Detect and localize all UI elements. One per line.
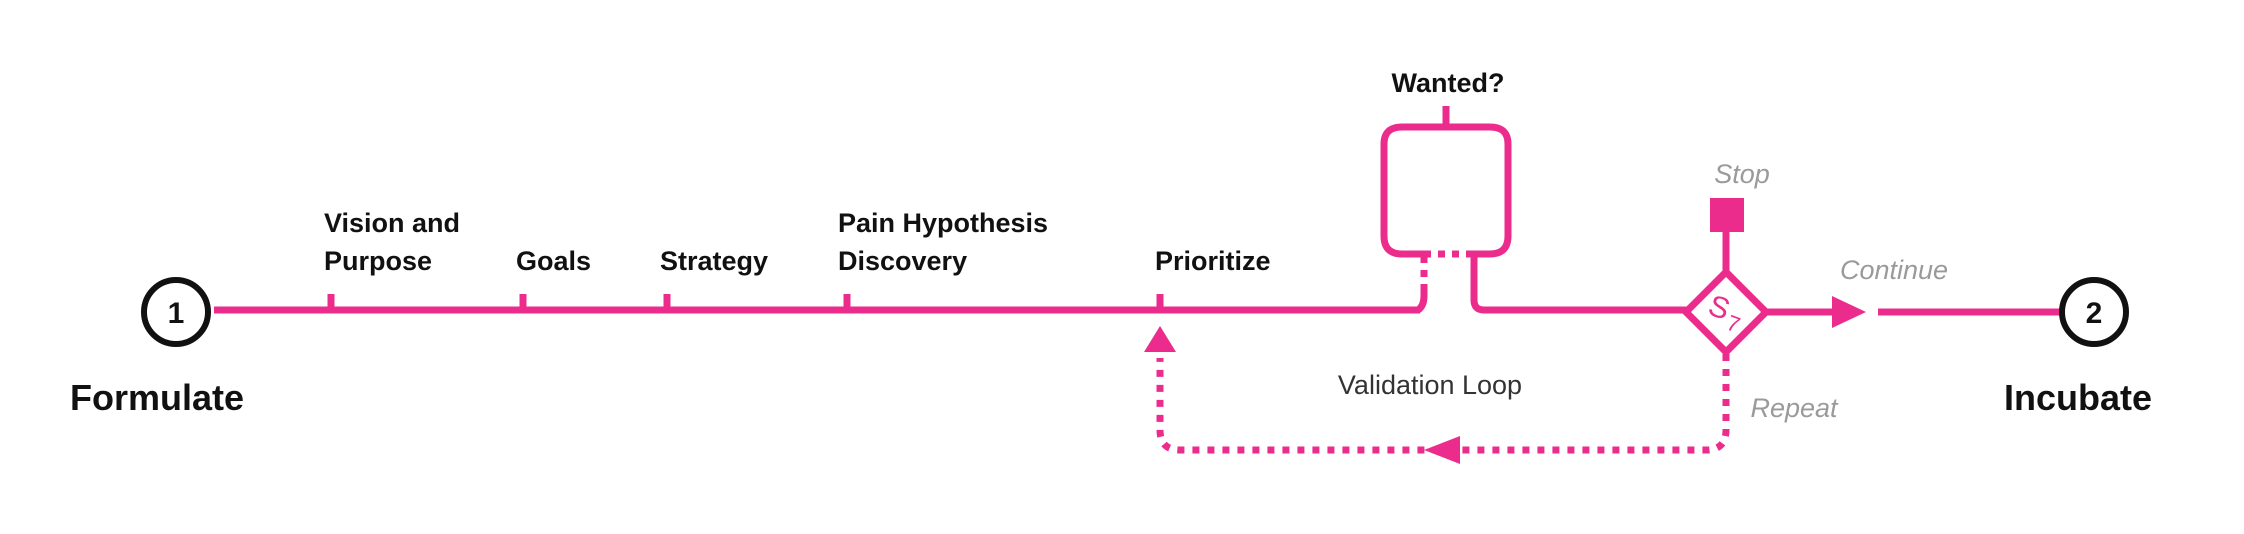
validation-loop-arrowhead-up — [1144, 326, 1176, 352]
decision-diamond: S7 — [1681, 267, 1771, 357]
step-label-goals: Goals — [516, 246, 591, 276]
start-number: 1 — [168, 297, 185, 330]
step-label-vision-1: Vision and — [324, 208, 460, 238]
step-label-strategy: Strategy — [660, 246, 768, 276]
continue-label: Continue — [1840, 255, 1948, 285]
start-node: 1 — [141, 277, 211, 347]
wanted-box-outline — [1380, 123, 1512, 258]
wanted-label: Wanted? — [1392, 68, 1505, 98]
validation-loop-label: Validation Loop — [1338, 370, 1522, 400]
stop-label: Stop — [1714, 159, 1770, 189]
start-circle — [141, 277, 211, 347]
stop-marker — [1710, 198, 1744, 232]
start-label: Formulate — [70, 377, 244, 418]
repeat-label: Repeat — [1750, 393, 1839, 423]
end-circle — [2059, 277, 2129, 347]
connector-into-wanted — [1415, 288, 1428, 313]
validation-loop-path — [1156, 354, 1730, 454]
connector-wanted-to-decision — [1470, 254, 1688, 314]
end-number: 2 — [2086, 297, 2103, 330]
step-label-prioritize: Prioritize — [1155, 246, 1271, 276]
step-label-pain-1: Pain Hypothesis — [838, 208, 1048, 238]
step-label-vision-2: Purpose — [324, 246, 432, 276]
end-label: Incubate — [2004, 377, 2152, 418]
validation-loop-arrowhead-left — [1424, 436, 1460, 464]
wanted-box — [1380, 106, 1512, 290]
continue-arrowhead — [1832, 296, 1866, 328]
step-label-pain-2: Discovery — [838, 246, 967, 276]
validation-loop — [1144, 326, 1730, 464]
end-node: 2 — [2059, 277, 2129, 347]
decision-diamond-shape — [1681, 267, 1771, 357]
step-ticks — [327, 294, 1164, 310]
